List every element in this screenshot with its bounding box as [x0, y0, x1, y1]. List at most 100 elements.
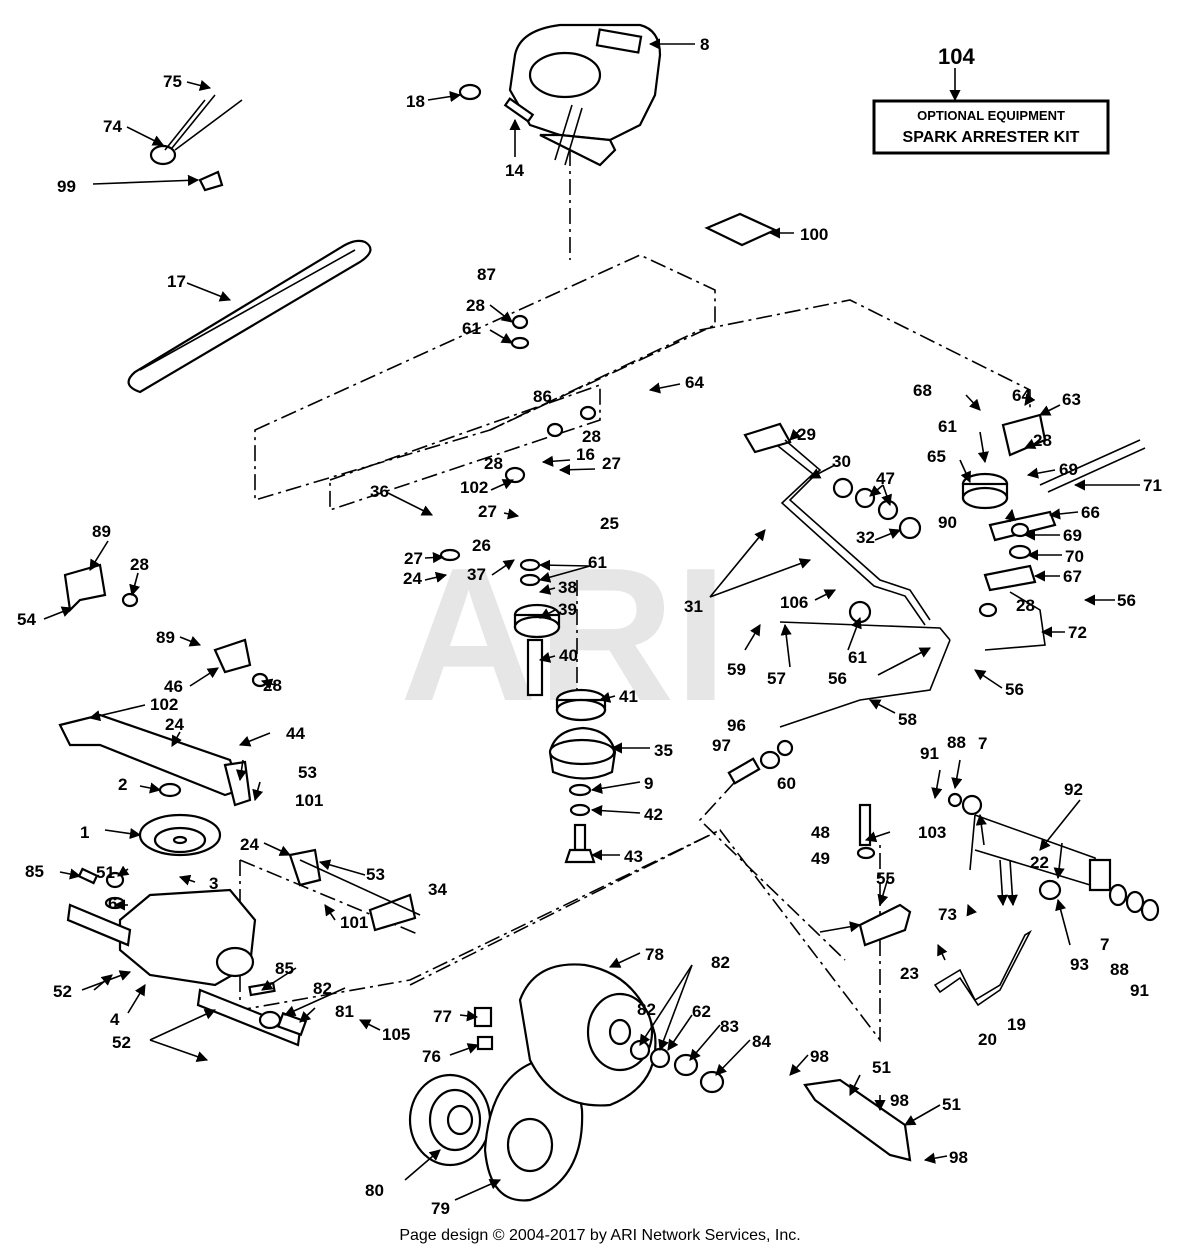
part-label-82-3: 82: [637, 1000, 656, 1019]
part-label-41: 41: [619, 687, 638, 706]
part-label-61: 61: [462, 319, 481, 338]
part-label-71: 71: [1143, 476, 1162, 495]
part-label-76: 76: [422, 1047, 441, 1066]
part-label-69: 69: [1059, 460, 1078, 479]
part-label-40: 40: [559, 646, 578, 665]
part-label-61-2: 61: [938, 417, 957, 436]
part-label-59: 59: [727, 660, 746, 679]
part-labels: 1234677891416171819202223242424252627272…: [17, 35, 1162, 1218]
part-label-77: 77: [433, 1007, 452, 1026]
part-label-7-2: 7: [1100, 935, 1109, 954]
part-label-72: 72: [1068, 623, 1087, 642]
part-label-63: 63: [1062, 390, 1081, 409]
part-label-51-2: 51: [872, 1058, 891, 1077]
part-label-70: 70: [1065, 547, 1084, 566]
part-label-6: 6: [108, 894, 117, 913]
part-label-37: 37: [467, 565, 486, 584]
part-label-73: 73: [938, 905, 957, 924]
part-label-105: 105: [382, 1025, 410, 1044]
part-label-38: 38: [558, 578, 577, 597]
part-label-29: 29: [797, 425, 816, 444]
axle-bar: [803, 1078, 912, 1162]
part-label-56-2: 56: [1117, 591, 1136, 610]
plate-100: [704, 212, 778, 247]
part-label-60: 60: [777, 774, 796, 793]
front-wheel: [518, 963, 725, 1107]
part-label-69-2: 69: [1063, 526, 1082, 545]
part-label-65: 65: [927, 447, 946, 466]
part-label-96: 96: [727, 716, 746, 735]
part-label-8: 8: [700, 35, 709, 54]
part-label-28-4: 28: [1033, 431, 1052, 450]
part-label-87: 87: [477, 265, 496, 284]
part-label-28: 28: [466, 296, 485, 315]
part-label-27-2: 27: [478, 502, 497, 521]
part-label-34: 34: [428, 880, 447, 899]
part-label-81: 81: [335, 1002, 354, 1021]
part-label-62: 62: [692, 1002, 711, 1021]
part-label-20: 20: [978, 1030, 997, 1049]
part-label-55: 55: [876, 869, 895, 888]
part-label-64-2: 64: [1012, 386, 1031, 405]
part-label-2: 2: [118, 775, 127, 794]
part-label-98: 98: [810, 1047, 829, 1066]
part-label-1: 1: [80, 823, 89, 842]
drive-belt: [127, 239, 372, 394]
part-label-92: 92: [1064, 780, 1083, 799]
part-label-85-2: 85: [275, 959, 294, 978]
part-label-99: 99: [57, 177, 76, 196]
part-label-56-3: 56: [1005, 680, 1024, 699]
part-label-3: 3: [209, 874, 218, 893]
engine: [508, 23, 662, 167]
part-label-101: 101: [295, 791, 323, 810]
part-label-88: 88: [947, 733, 966, 752]
part-label-53: 53: [298, 763, 317, 782]
part-label-106: 106: [780, 593, 808, 612]
spark-arrester-kit-box: [872, 68, 1110, 155]
part-label-53-2: 53: [366, 865, 385, 884]
part-label-57: 57: [767, 669, 786, 688]
part-label-90: 90: [938, 513, 957, 532]
part-label-16: 16: [576, 445, 595, 464]
part-label-46: 46: [164, 677, 183, 696]
part-label-58: 58: [898, 710, 917, 729]
part-label-52: 52: [53, 982, 72, 1001]
part-label-39: 39: [558, 600, 577, 619]
part-label-4: 4: [110, 1010, 120, 1029]
part-label-82-2: 82: [711, 953, 730, 972]
part-label-56: 56: [828, 669, 847, 688]
part-label-52-2: 52: [112, 1033, 131, 1052]
part-label-82: 82: [313, 979, 332, 998]
part-label-102-2: 102: [150, 695, 178, 714]
part-label-19: 19: [1007, 1015, 1026, 1034]
leader-lines: [43, 38, 1140, 1201]
part-label-32: 32: [856, 528, 875, 547]
center-pulley-stack: [513, 603, 617, 864]
part-label-84: 84: [752, 1032, 771, 1051]
part-label-78: 78: [645, 945, 664, 964]
part-label-98-3: 98: [949, 1148, 968, 1167]
part-label-7: 7: [978, 734, 987, 753]
part-label-17: 17: [167, 272, 186, 291]
kit-number: 104: [938, 44, 975, 69]
part-label-64: 64: [685, 373, 704, 392]
part-label-54: 54: [17, 610, 36, 629]
part-label-100: 100: [800, 225, 828, 244]
part-label-28-7: 28: [263, 676, 282, 695]
part-label-79: 79: [431, 1199, 450, 1218]
part-label-85: 85: [25, 862, 44, 881]
part-label-30: 30: [832, 452, 851, 471]
part-label-89-2: 89: [156, 628, 175, 647]
part-label-91-2: 91: [1130, 981, 1149, 1000]
part-label-27-3: 27: [404, 549, 423, 568]
part-label-51: 51: [96, 863, 115, 882]
part-label-47: 47: [876, 469, 895, 488]
part-label-93: 93: [1070, 955, 1089, 974]
part-label-24: 24: [403, 569, 422, 588]
part-label-68: 68: [913, 381, 932, 400]
part-label-89: 89: [92, 522, 111, 541]
transaxle: [66, 813, 308, 1047]
part-label-49: 49: [811, 849, 830, 868]
part-label-102: 102: [460, 478, 488, 497]
